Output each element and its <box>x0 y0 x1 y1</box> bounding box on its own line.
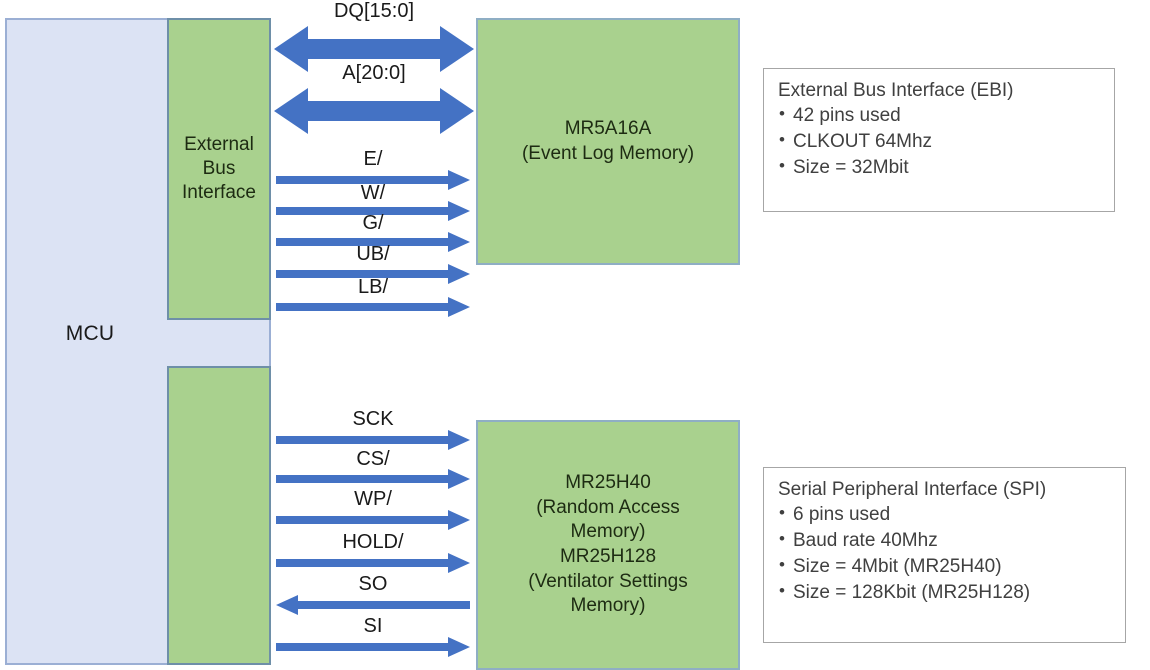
signal-label-si: SI <box>363 615 383 637</box>
spi-info-bullet: Baud rate 40Mhz <box>778 527 1111 554</box>
ebi-info-bullet: Size = 32Mbit <box>778 154 1100 181</box>
signal-label-cs: CS/ <box>356 448 390 470</box>
ebi-info-box: External Bus Interface (EBI) 42 pins use… <box>763 68 1115 212</box>
ebi-info-title: External Bus Interface (EBI) <box>778 80 1014 101</box>
spi-info-bullet: 6 pins used <box>778 501 1111 528</box>
ebi-subblock-line-1: External <box>184 133 254 155</box>
signal-label-sck: SCK <box>352 408 394 430</box>
spi-memory-desc-2-line-2: Memory) <box>570 595 646 617</box>
ebi-info-bullet-list: 42 pins used CLKOUT 64Mhz Size = 32Mbit <box>778 102 1100 181</box>
signal-arrow-w-right-icon <box>276 201 470 221</box>
signal-arrow-a-bidirectional-icon <box>274 86 474 136</box>
spi-info-bullet: Size = 128Kbit (MR25H128) <box>778 579 1111 606</box>
spi-info-bullet-list: 6 pins used Baud rate 40Mhz Size = 4Mbit… <box>778 501 1111 606</box>
spi-info-bullet: Size = 4Mbit (MR25H40) <box>778 553 1111 580</box>
signal-arrow-lb-right-icon <box>276 297 470 317</box>
event-log-memory-description: (Event Log Memory) <box>521 142 695 164</box>
signal-arrow-hold-right-icon <box>276 553 470 573</box>
signal-arrow-sck-right-icon <box>276 430 470 450</box>
event-log-memory-block: MR5A16A (Event Log Memory) <box>476 18 740 265</box>
spi-memory-desc-1-line-2: Memory) <box>570 521 646 543</box>
signal-arrow-dq-bidirectional-icon <box>274 24 474 74</box>
event-log-memory-part: MR5A16A <box>564 117 652 139</box>
signal-label-so: SO <box>358 573 388 595</box>
signal-arrow-wp-right-icon <box>276 510 470 530</box>
signal-label-lb: LB/ <box>357 276 389 298</box>
spi-info-title: Serial Peripheral Interface (SPI) <box>778 479 1047 500</box>
ebi-info-bullet: CLKOUT 64Mhz <box>778 128 1100 155</box>
signal-label-wp: WP/ <box>354 488 392 510</box>
signal-arrow-so-left-icon <box>276 595 470 615</box>
mcu-label: MCU <box>65 322 115 345</box>
spi-memory-block: MR25H40 (Random Access Memory) MR25H128 … <box>476 420 740 670</box>
signal-arrow-g-right-icon <box>276 232 470 252</box>
spi-memory-desc-1-line-1: (Random Access <box>536 496 680 518</box>
signal-arrow-e-right-icon <box>276 170 470 190</box>
signal-label-dq: DQ[15:0] <box>333 0 415 22</box>
signal-arrow-si-right-icon <box>276 637 470 657</box>
spi-memory-part-1: MR25H40 <box>565 471 651 493</box>
ebi-subblock-line-2: Bus <box>202 157 236 179</box>
signal-arrow-cs-right-icon <box>276 469 470 489</box>
signal-label-w: W/ <box>360 182 386 204</box>
mcu-spi-subblock <box>167 366 271 665</box>
ebi-subblock-line-3: Interface <box>182 182 256 204</box>
mcu-external-bus-interface-subblock: External Bus Interface <box>167 18 271 320</box>
signal-arrow-ub-right-icon <box>276 264 470 284</box>
spi-memory-desc-2-line-1: (Ventilator Settings <box>528 570 688 592</box>
signal-label-ub: UB/ <box>356 243 390 265</box>
signal-label-e: E/ <box>363 148 383 170</box>
signal-label-hold: HOLD/ <box>342 531 404 553</box>
spi-info-box: Serial Peripheral Interface (SPI) 6 pins… <box>763 467 1126 643</box>
signal-label-a: A[20:0] <box>342 62 406 84</box>
spi-memory-part-2: MR25H128 <box>559 546 657 567</box>
signal-label-g: G/ <box>362 212 384 234</box>
ebi-info-bullet: 42 pins used <box>778 102 1100 129</box>
